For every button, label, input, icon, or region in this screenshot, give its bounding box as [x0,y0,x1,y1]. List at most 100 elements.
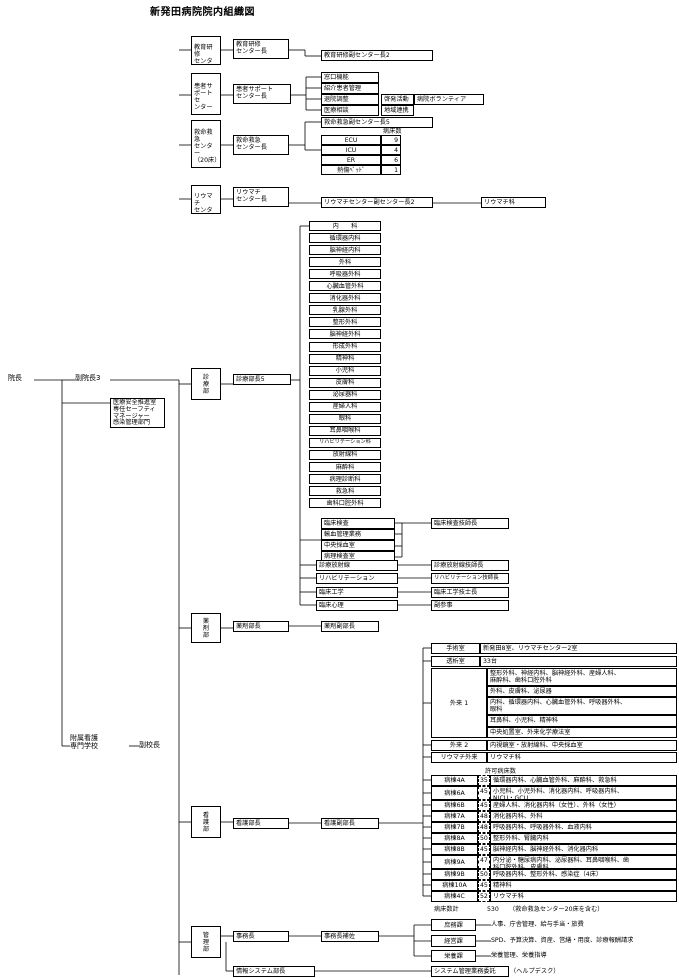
department-item: 形成外科 [309,341,381,352]
rheuma-deputy-box: リウマチセンター副センター長2 [321,197,433,208]
dialysis-label: 透析室 [431,656,480,667]
ward-depts: 内分泌・糖尿病内科、泌尿器科、耳鼻咽喉科、歯 科口腔外科、皮膚科 [490,855,677,869]
admin-assistant-box: 事務長補佐 [321,931,379,942]
section-1-name: 庶務課 [431,919,476,931]
emergency-unit-3-beds: 6 [381,155,401,165]
department-item: 内 科 [309,221,381,231]
rheuma-outpatient-value: リウマチ科 [487,752,677,763]
section-2-duties: SPD、予算決算、資産、営繕・用度、診療報酬請求 [491,937,634,944]
ward-beds: 35 [478,775,490,786]
nursing-school-label: 附属看護 専門学校 [70,734,98,750]
lab-box-2: 輸血管理業務 [321,529,395,540]
radiology-box: 診療放射線 [316,560,398,571]
pharmacy-division-box: 薬 剤 部 [191,613,221,643]
ward-name: 病棟4A [431,775,478,786]
surgery-value: 新発田8室、リウマチセンター2室 [480,643,677,654]
engineering-box: 臨床工学 [316,587,398,598]
emergency-unit-3: ER [321,155,381,165]
education-deputy-box: 教育研修副センター長2 [321,50,433,61]
patient-sub-community: 地域連携 [381,105,414,116]
patient-item-4: 医療相談 [321,105,379,116]
nursing-deputy-box: 看護副部長 [321,818,379,829]
department-item: 精神科 [309,353,381,364]
department-item: 呼吸器外科 [309,269,381,280]
ward-name: 病棟7B [431,822,478,833]
education-center-box: 教育研修 センター [191,36,221,65]
infection-control: 感染管理部門 [113,419,151,427]
lab-box-1: 臨床検査 [321,518,395,529]
patient-support-head-box: 患者サポート センター長 [233,84,291,104]
department-item: 脳神経内科 [309,245,381,256]
ward-beds: 45 [478,880,490,891]
department-item: 脳神経外科 [309,329,381,340]
total-beds-label: 病床数計 [434,906,459,913]
outpatient1-value-2: 外科、皮膚科、泌尿器 [487,686,677,697]
outpatient2-value: 内視鏡室・放射線科、中央採血室 [487,740,677,751]
department-item: 救急科 [309,486,381,497]
ward-depts: リウマチ科 [490,891,677,902]
rehab-box: リハビリテーション [316,573,398,584]
beds-header: 許可病床数 [485,768,516,775]
pharmacy-head-box: 薬剤部長 [233,621,289,632]
page-title: 新発田病院院内組織図 [150,7,255,18]
section-3-name: 栄養課 [431,950,476,962]
department-item: 小児科 [309,365,381,376]
department-item: 消化器外科 [309,293,381,304]
department-item: 眼科 [309,413,381,424]
ward-depts: 精神科 [490,880,677,891]
vice-principal-label: 副校長 [139,741,160,749]
ward-beds: 50 [478,869,490,880]
ward-beds: 45 [478,786,490,800]
department-item: 歯科口腔外科 [309,498,381,509]
rheuma-center-box: リウマチ センター [191,185,221,214]
department-item: 皮膚科 [309,377,381,388]
outpatient2-label: 外来 2 [431,740,487,751]
department-item: 泌尿器科 [309,389,381,400]
medical-safety-box: 医療安全推進室専任セーフティマネージャー感染管理部門 [110,398,165,428]
emergency-unit-2: ICU [321,145,381,155]
ward-depts: 小児科、小児外科、消化器内科、呼吸器内科、 NICU・GCU [490,786,677,800]
patient-support-center-box: 患者サ ポートセ ンター [191,73,221,115]
rheuma-dept-box: リウマチ科 [481,197,546,208]
ward-name: 病棟7A [431,811,478,822]
director-label: 院長 [8,374,22,382]
radiology-head-box: 診療放射線技師長 [431,560,509,571]
ward-beds: 45 [478,844,490,855]
ward-beds: 52 [478,891,490,902]
outpatient1-value-5: 中央処置室、外来化学療法室 [487,727,677,738]
ward-depts: 循環器内科、心臓血管外科、麻酔科、救急科 [490,775,677,786]
ward-beds: 48 [478,822,490,833]
patient-sub-awareness: 啓発活動 [381,94,414,105]
lab-head-box: 臨床検査技師長 [431,518,509,529]
ward-name: 病棟4C [431,891,478,902]
ward-beds: 48 [478,811,490,822]
ward-name: 病棟8B [431,844,478,855]
department-item: 外科 [309,257,381,268]
ward-depts: 整形外科、腎臓内科 [490,833,677,844]
emergency-deputy-box: 救命救急副センター長5 [321,117,433,128]
section-2-name: 経営課 [431,935,476,947]
nursing-division-box: 看 護 部 [191,806,221,838]
emergency-unit-2-beds: 4 [381,145,401,155]
safety-manager-1: 専任セーフティ [113,405,156,413]
ward-depts: 産婦人科、消化器内科（女性）、外科（女性） [490,800,677,811]
ward-name: 病棟9B [431,869,478,880]
patient-item-2: 紹介患者管理 [321,83,379,94]
section-3-duties: 栄養管理、栄養指導 [491,952,547,959]
ward-depts: 消化器内科、外科 [490,811,677,822]
department-item: 整形外科 [309,317,381,328]
engineering-head-box: 臨床工学技士長 [431,587,509,598]
department-item: 産婦人科 [309,401,381,412]
clinical-division-box: 診 療 部 [191,368,221,400]
department-item: 放射線科 [309,449,381,460]
section-1-duties: 人事、庁舎管理、給与手当・旅費 [491,921,584,928]
ward-depts: 呼吸器内科、呼吸器外科、血液内科 [490,822,677,833]
ward-depts: 脳神経内科、脳神経外科、消化器内科 [490,844,677,855]
ward-name: 病棟10A [431,880,478,891]
outpatient1-value-3: 内科、循環器内科、心臓血管外科、呼吸器外科、 眼科 [487,697,677,715]
emergency-unit-4: 熱傷ﾍﾞｯﾄﾞ [321,165,381,175]
department-item: 心臓血管外科 [309,281,381,292]
emergency-head-box: 救命救急 センター長 [233,135,289,155]
emergency-unit-1-beds: 9 [381,135,401,145]
